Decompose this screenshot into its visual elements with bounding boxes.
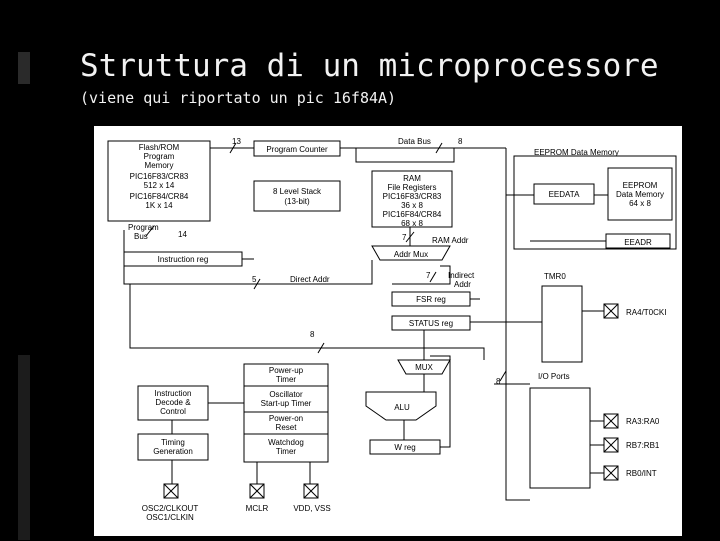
slide-subtitle: (viene qui riportato un pic 16f84A) — [80, 89, 397, 107]
stack-label-0: 8 Level Stack — [273, 187, 322, 196]
block-diagram-svg: Flash/ROM Program Memory PIC16F83/CR83 5… — [107, 137, 677, 522]
ram-label-1: File Registers — [388, 183, 437, 192]
status-reg-label: STATUS reg — [409, 319, 453, 328]
power-on-label-0: Power-on — [269, 414, 303, 423]
eeprom-label-0: EEPROM — [623, 181, 658, 190]
block-diagram: Flash/ROM Program Memory PIC16F83/CR83 5… — [94, 126, 682, 536]
alu-shape — [365, 391, 437, 421]
slide-title: Struttura di un microprocessore — [80, 48, 659, 84]
ram-addr-label: RAM Addr — [432, 236, 469, 245]
bus-width-ram-addr: 7 — [402, 233, 407, 242]
addr-mux-shape — [371, 245, 451, 261]
fsr-reg-label: FSR reg — [416, 295, 446, 304]
slide-accent-bar-top — [18, 52, 30, 84]
timing-label-1: Generation — [153, 447, 193, 456]
flash-rom-label-5: PIC16F84/CR84 — [130, 192, 189, 201]
osc-label-0: OSC2/CLKOUT — [142, 504, 199, 513]
tmr0-label: TMR0 — [544, 272, 566, 281]
eedata-block — [533, 183, 595, 205]
io-ports-block — [529, 387, 591, 489]
rb0-int-label: RB0/INT — [626, 469, 657, 478]
mux-label: MUX — [415, 363, 433, 372]
power-on-label-1: Reset — [276, 423, 298, 432]
ram-label-2: PIC16F83/CR83 — [383, 192, 442, 201]
timing-generation-block — [137, 433, 209, 461]
eeprom-label-2: 64 x 8 — [629, 199, 651, 208]
power-block-group — [243, 363, 329, 463]
bus-width-program-bus: 14 — [178, 230, 187, 239]
flash-rom-label-2: Memory — [145, 161, 174, 170]
mclr-label: MCLR — [246, 504, 269, 513]
power-up-label-1: Timer — [276, 375, 296, 384]
bus-width-main-bus: 8 — [310, 330, 315, 339]
indirect-addr-label-1: Addr — [454, 280, 471, 289]
status-reg-block — [391, 315, 471, 331]
bus-width-data-bus: 8 — [458, 137, 463, 146]
timing-label-0: Timing — [161, 438, 185, 447]
stack-block — [253, 180, 341, 212]
ra4-label: RA4/T0CKI — [626, 308, 666, 317]
ram-label-4: PIC16F84/CR84 — [383, 210, 442, 219]
flash-rom-label-1: Program — [144, 152, 175, 161]
flash-rom-label-3: PIC16F83/CR83 — [130, 172, 189, 181]
instruction-decode-label-0: Instruction — [155, 389, 192, 398]
eeprom-outer-block — [513, 155, 677, 250]
flash-rom-label-6: 1K x 14 — [145, 201, 173, 210]
flash-rom-block — [107, 140, 211, 222]
ram-label-3: 36 x 8 — [401, 201, 423, 210]
ram-block — [371, 170, 453, 228]
instruction-decode-label-1: Decode & — [155, 398, 191, 407]
data-bus-label: Data Bus — [398, 137, 431, 146]
eeprom-data-memory-label: EEPROM Data Memory — [534, 148, 619, 157]
eeadr-label: EEADR — [624, 238, 652, 247]
direct-addr-label: Direct Addr — [290, 275, 330, 284]
instruction-reg-label: Instruction reg — [158, 255, 209, 264]
io-ports-label: I/O Ports — [538, 372, 570, 381]
tmr0-block — [541, 285, 583, 363]
watchdog-label-0: Watchdog — [268, 438, 304, 447]
oscillator-label-0: Oscillator — [269, 390, 303, 399]
osc-label-1: OSC1/CLKIN — [146, 513, 194, 522]
flash-rom-label-0: Flash/ROM — [139, 143, 180, 152]
flash-rom-label-4: 512 x 14 — [144, 181, 175, 190]
eeprom-label-1: Data Memory — [616, 190, 664, 199]
mux-shape — [397, 359, 451, 375]
power-up-label-0: Power-up — [269, 366, 304, 375]
program-bus-label-1: Bus — [134, 232, 148, 241]
bus-width-io-bus: 8 — [496, 377, 501, 386]
program-bus-label-0: Program — [128, 223, 159, 232]
w-reg-label: W reg — [394, 443, 415, 452]
bus-width-indirect-addr: 7 — [426, 271, 431, 280]
vdd-vss-label: VDD, VSS — [293, 504, 330, 513]
watchdog-label-1: Timer — [276, 447, 296, 456]
bus-width-direct-addr: 5 — [252, 275, 257, 284]
oscillator-label-1: Start-up Timer — [261, 399, 312, 408]
bus-width-pc: 13 — [232, 137, 241, 146]
instruction-decode-label-2: Control — [160, 407, 186, 416]
rb7-rb1-label: RB7:RB1 — [626, 441, 660, 450]
addr-mux-label: Addr Mux — [394, 250, 428, 259]
slide-accent-bar-bottom — [18, 355, 30, 540]
eedata-label: EEDATA — [549, 190, 580, 199]
alu-label: ALU — [394, 403, 410, 412]
ra3-ra0-label: RA3:RA0 — [626, 417, 660, 426]
ram-label-0: RAM — [403, 174, 421, 183]
indirect-addr-label-0: Indirect — [448, 271, 475, 280]
eeprom-block — [607, 167, 673, 221]
program-counter-label: Program Counter — [266, 145, 328, 154]
ram-label-5: 68 x 8 — [401, 219, 423, 228]
stack-label-1: (13-bit) — [284, 197, 310, 206]
